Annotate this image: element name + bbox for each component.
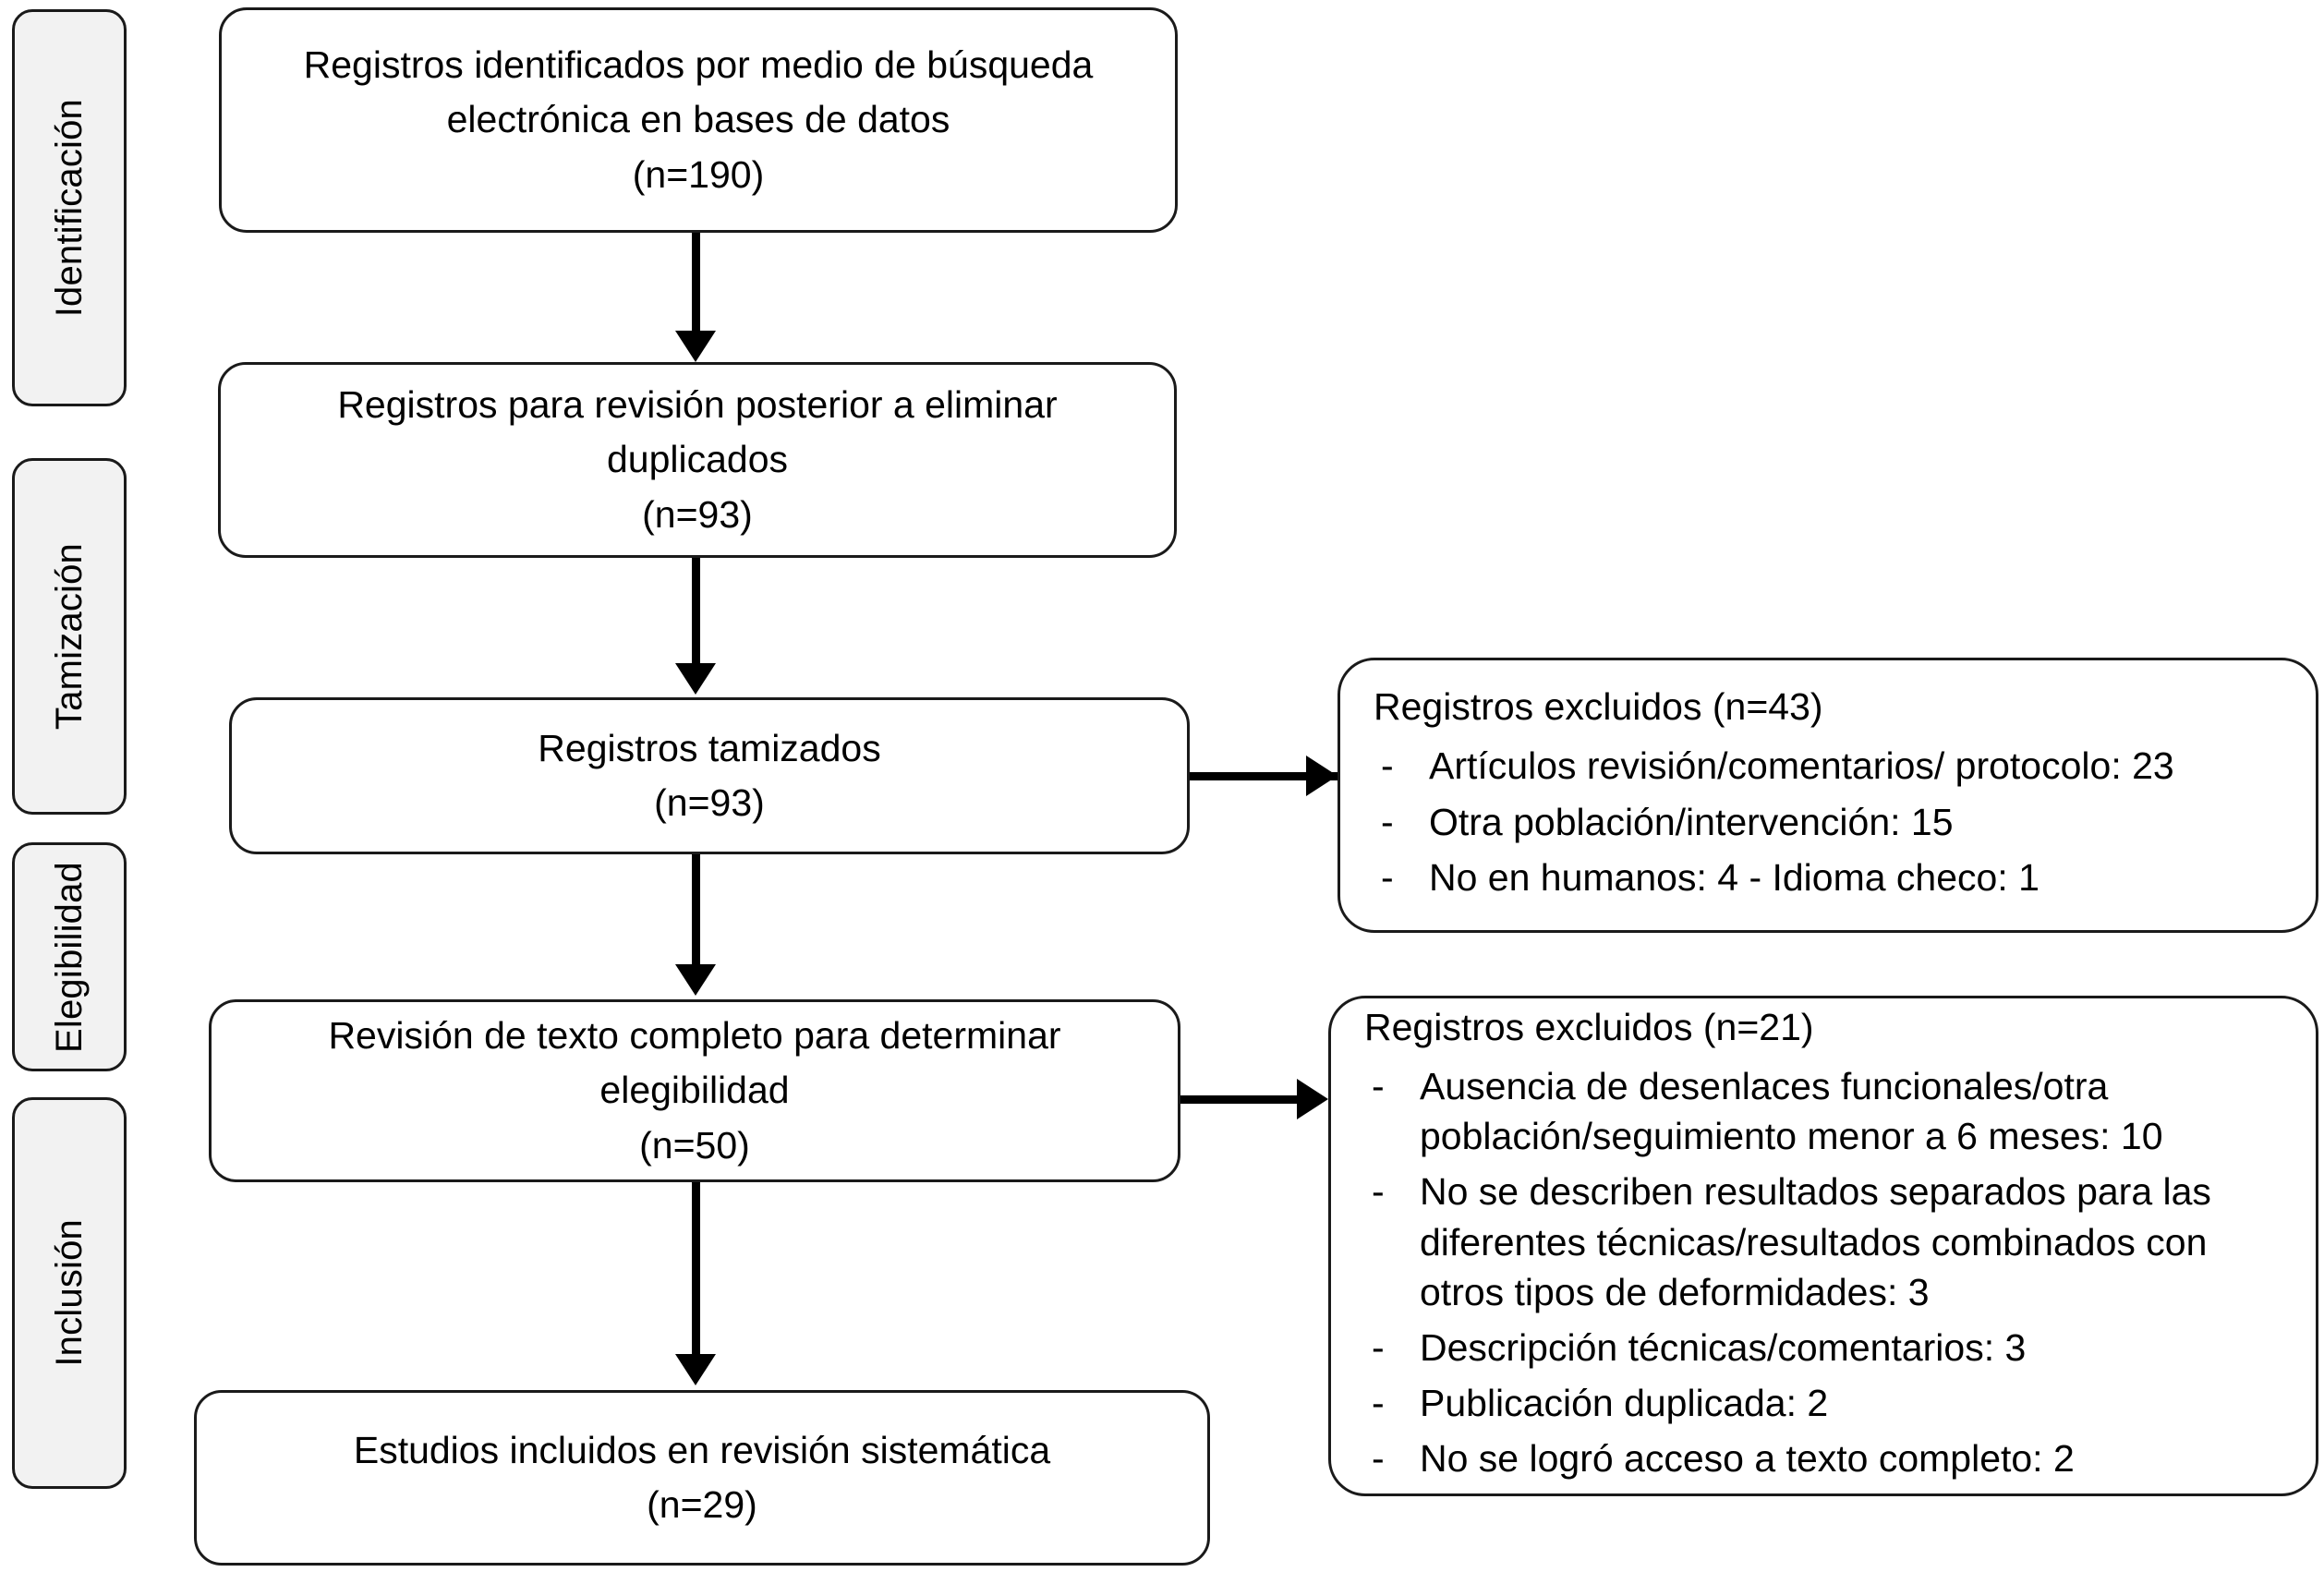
flow-box-registros-sin-duplicados: Registros para revisión posterior a elim…: [218, 362, 1177, 558]
exclusion-item-text: Otra población/intervención: 15: [1429, 800, 1954, 843]
exclusion-list: - Artículos revisión/comentarios/ protoc…: [1374, 741, 2288, 907]
exclusion-list-item: - Otra población/intervención: 15: [1374, 797, 2288, 847]
exclusion-item-text: No en humanos: 4 - Idioma checo: 1: [1429, 855, 2040, 899]
dash-bullet: -: [1381, 855, 1394, 899]
dash-bullet: -: [1372, 1065, 1385, 1108]
dash-bullet: -: [1372, 1381, 1385, 1424]
stage-band-inclusion: Inclusión: [12, 1097, 127, 1489]
dash-bullet: -: [1372, 1325, 1385, 1369]
exclusion-item-text: Publicación duplicada: 2: [1420, 1381, 1829, 1424]
dash-bullet: -: [1381, 744, 1394, 788]
exclusion-list-item: - No en humanos: 4 - Idioma checo: 1: [1374, 852, 2288, 902]
exclusion-item-text: Ausencia de desenlaces funcionales/otra …: [1420, 1065, 2163, 1158]
dash-bullet: -: [1372, 1170, 1385, 1214]
exclusion-list-item: - Artículos revisión/comentarios/ protoc…: [1374, 741, 2288, 791]
flow-box-line: Revisión de texto completo para determin…: [328, 1013, 1061, 1057]
stage-label-identificacion: Identificación: [48, 98, 90, 318]
arrow-right-icon-1: [1306, 756, 1338, 796]
exclusion-item-text: Artículos revisión/comentarios/ protocol…: [1429, 744, 2174, 788]
flow-box-revision-texto-completo: Revisión de texto completo para determin…: [209, 999, 1180, 1182]
exclusion-box-title: Registros excluidos (n=43): [1374, 685, 1823, 729]
flow-box-line: elegibilidad: [599, 1069, 790, 1112]
dash-bullet: -: [1372, 1436, 1385, 1480]
flow-box-line: electrónica en bases de datos: [446, 98, 950, 141]
arrow-down-icon-4: [675, 1354, 716, 1385]
flow-box-line: Estudios incluidos en revisión sistemáti…: [353, 1428, 1051, 1471]
exclusion-list-item: - No se describen resultados separados p…: [1364, 1167, 2288, 1316]
exclusion-item-text: Descripción técnicas/comentarios: 3: [1420, 1325, 2027, 1369]
stage-band-identificacion: Identificación: [12, 9, 127, 406]
arrow-down-icon-3: [675, 964, 716, 996]
arrow-right-icon-2: [1297, 1079, 1328, 1119]
exclusion-box-title: Registros excluidos (n=21): [1364, 1005, 1814, 1048]
flow-box-line: Registros para revisión posterior a elim…: [337, 382, 1058, 426]
exclusion-list-item: - No se logró acceso a texto completo: 2: [1364, 1433, 2288, 1483]
stage-label-elegibilidad: Elegibilidad: [48, 861, 90, 1053]
flow-box-count: (n=93): [654, 781, 765, 824]
exclusion-list: - Ausencia de desenlaces funcionales/otr…: [1364, 1061, 2288, 1489]
flow-box-count: (n=190): [632, 152, 765, 196]
exclusion-box-elegibilidad: Registros excluidos (n=21) - Ausencia de…: [1328, 996, 2318, 1496]
exclusion-list-item: - Ausencia de desenlaces funcionales/otr…: [1364, 1061, 2288, 1161]
flow-box-line: duplicados: [606, 438, 789, 481]
dash-bullet: -: [1381, 800, 1394, 843]
flow-box-count: (n=93): [642, 492, 753, 536]
connector-line-3: [692, 854, 700, 967]
flow-box-count: (n=50): [639, 1123, 750, 1167]
connector-line-excl-2: [1180, 1095, 1319, 1104]
arrow-down-icon-1: [675, 331, 716, 362]
stage-label-tamizacion: Tamización: [48, 542, 90, 731]
connector-line-4: [692, 1182, 700, 1358]
stage-band-elegibilidad: Elegibilidad: [12, 842, 127, 1071]
exclusion-box-tamizacion: Registros excluidos (n=43) - Artículos r…: [1338, 658, 2318, 933]
flow-box-registros-identificados: Registros identificados por medio de bús…: [219, 7, 1178, 233]
flow-box-registros-tamizados: Registros tamizados (n=93): [229, 697, 1190, 854]
connector-line-excl-1: [1190, 772, 1338, 780]
flow-box-line: Registros tamizados: [538, 726, 881, 769]
stage-band-tamizacion: Tamización: [12, 458, 127, 815]
arrow-down-icon-2: [675, 663, 716, 695]
connector-line-2: [692, 558, 700, 669]
flow-box-line: Registros identificados por medio de bús…: [303, 42, 1094, 86]
stage-label-inclusion: Inclusión: [48, 1219, 90, 1367]
exclusion-list-item: - Publicación duplicada: 2: [1364, 1378, 2288, 1428]
exclusion-item-text: No se describen resultados separados par…: [1420, 1170, 2211, 1313]
exclusion-list-item: - Descripción técnicas/comentarios: 3: [1364, 1323, 2288, 1372]
flow-box-estudios-incluidos: Estudios incluidos en revisión sistemáti…: [194, 1390, 1210, 1566]
exclusion-item-text: No se logró acceso a texto completo: 2: [1420, 1436, 2075, 1480]
connector-line-1: [692, 233, 700, 336]
flow-box-count: (n=29): [647, 1483, 757, 1526]
